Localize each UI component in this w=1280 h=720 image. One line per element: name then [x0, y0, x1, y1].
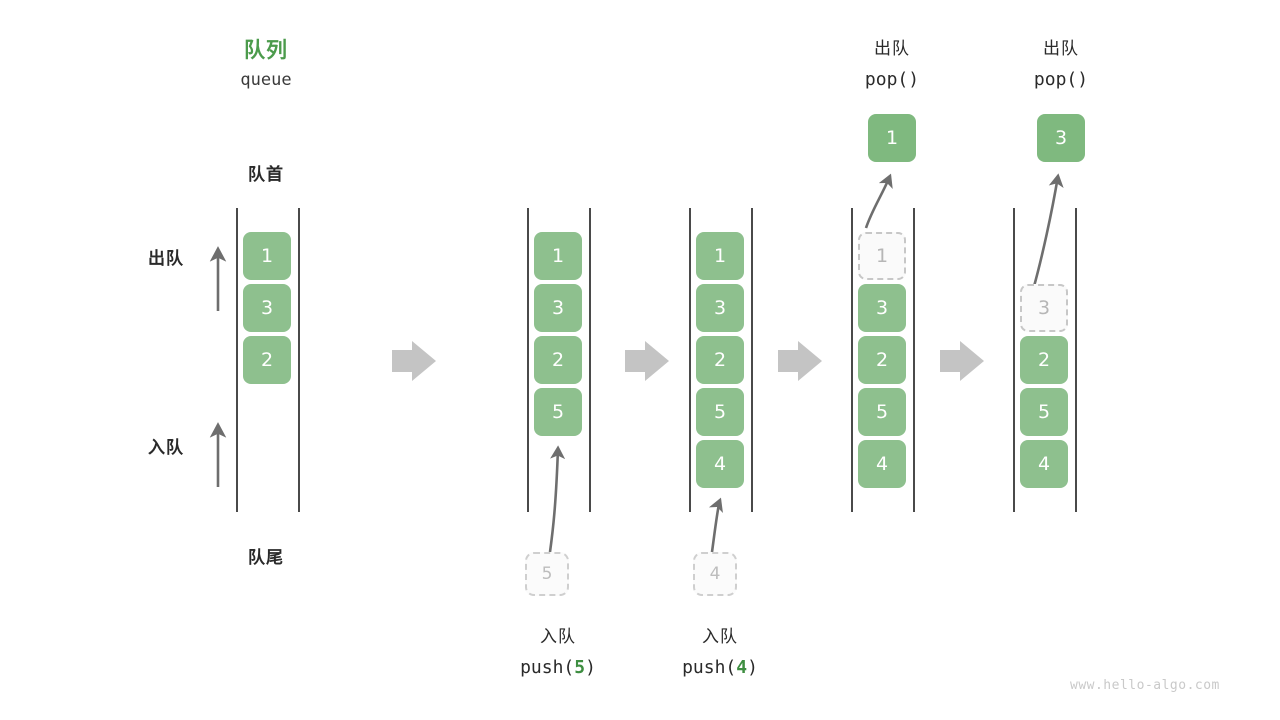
- push-caption-cn: 入队: [702, 627, 738, 647]
- step-arrow-3: [778, 341, 822, 381]
- push-code-prefix: push(: [520, 657, 575, 678]
- queue-rail-left-4: [851, 208, 853, 512]
- queue-node: 2: [243, 336, 291, 384]
- queue-node: 5: [696, 388, 744, 436]
- popped-node: 1: [868, 114, 916, 162]
- queue-node-new: 5: [534, 388, 582, 436]
- push-caption-cn: 入队: [540, 627, 576, 647]
- queue-rail-right-1: [298, 208, 300, 512]
- push-code-arg: 5: [574, 657, 586, 678]
- queue-node-new: 4: [696, 440, 744, 488]
- queue-rail-left-5: [1013, 208, 1015, 512]
- queue-node: 1: [534, 232, 582, 280]
- pop-ghost-node: 3: [1020, 284, 1068, 332]
- step-arrow-1: [392, 341, 436, 381]
- queue-title-en: queue: [240, 70, 292, 90]
- queue-node: 2: [858, 336, 906, 384]
- pop-1-arrow: [864, 173, 893, 229]
- queue-node: 4: [1020, 440, 1068, 488]
- pop-header-code: pop(): [864, 69, 920, 90]
- push-ghost-node: 5: [525, 552, 569, 596]
- push-code-suffix: ): [747, 657, 758, 678]
- pop-header-cn: 出队: [874, 39, 910, 59]
- pop-3-arrow: [1031, 173, 1064, 291]
- push-ghost-node: 4: [693, 552, 737, 596]
- popped-node: 3: [1037, 114, 1085, 162]
- queue-node: 1: [243, 232, 291, 280]
- enqueue-side-label: 入队: [148, 438, 184, 458]
- step-arrow-2: [625, 341, 669, 381]
- queue-node: 2: [534, 336, 582, 384]
- queue-tail-label: 队尾: [248, 548, 284, 568]
- queue-head-label: 队首: [248, 165, 284, 185]
- queue-node: 1: [696, 232, 744, 280]
- queue-title-cn: 队列: [244, 38, 288, 62]
- queue-node: 2: [696, 336, 744, 384]
- queue-node: 3: [858, 284, 906, 332]
- queue-node: 3: [243, 284, 291, 332]
- queue-node: 4: [858, 440, 906, 488]
- queue-rail-left-3: [689, 208, 691, 512]
- push-5-arrow: [548, 445, 566, 553]
- dequeue-side-label: 出队: [148, 249, 184, 269]
- queue-rail-right-5: [1075, 208, 1077, 512]
- queue-node: 3: [534, 284, 582, 332]
- push-caption-code: push(5): [478, 657, 638, 678]
- queue-node: 5: [858, 388, 906, 436]
- queue-node: 3: [696, 284, 744, 332]
- pop-header-cn: 出队: [1043, 39, 1079, 59]
- queue-rail-right-4: [913, 208, 915, 512]
- push-code-arg: 4: [736, 657, 748, 678]
- queue-rail-right-3: [751, 208, 753, 512]
- push-code-prefix: push(: [682, 657, 737, 678]
- pop-ghost-node: 1: [858, 232, 906, 280]
- push-caption-code: push(4): [640, 657, 800, 678]
- queue-rail-left-1: [236, 208, 238, 512]
- push-code-suffix: ): [585, 657, 596, 678]
- queue-node: 5: [1020, 388, 1068, 436]
- push-4-arrow: [708, 497, 723, 553]
- queue-rail-left-2: [527, 208, 529, 512]
- step-arrow-4: [940, 341, 984, 381]
- pop-header-code: pop(): [1033, 69, 1089, 90]
- queue-node: 2: [1020, 336, 1068, 384]
- watermark: www.hello-algo.com: [1070, 678, 1220, 693]
- queue-rail-right-2: [589, 208, 591, 512]
